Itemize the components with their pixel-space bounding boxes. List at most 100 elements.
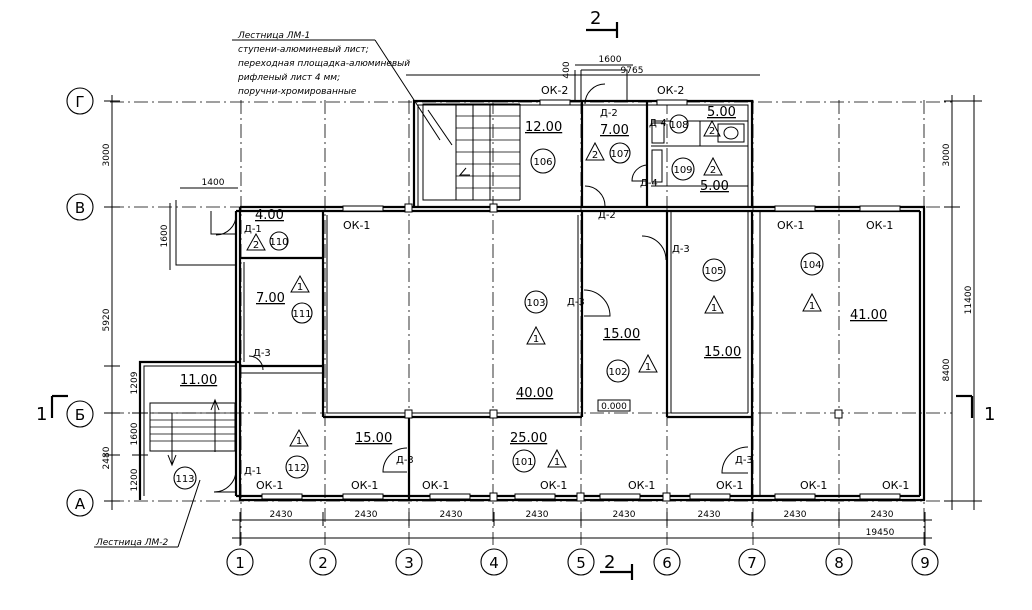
room-108: 5.00 108 2: [669, 105, 736, 137]
room-tags: 4.00 2 110 7.00 1 111 11.00 113 1 112 15…: [173, 105, 887, 490]
room-113: 11.00 113: [173, 373, 217, 490]
svg-text:5: 5: [576, 554, 586, 572]
svg-text:102: 102: [608, 367, 627, 378]
level-mark: 0.000: [601, 402, 627, 412]
left-dimensions: 3000 5920 1209 1600 2480 1200: [102, 95, 148, 510]
svg-text:ОК-1: ОК-1: [628, 479, 655, 492]
room-103: 103 1 40.00: [516, 290, 553, 401]
dim-left-3000: 3000: [102, 143, 112, 166]
svg-text:6: 6: [662, 554, 672, 572]
svg-text:Д-2: Д-2: [598, 210, 616, 221]
svg-text:ОК-1: ОК-1: [866, 219, 893, 232]
svg-text:Лестница ЛМ-1: Лестница ЛМ-1: [237, 31, 310, 41]
dim-bay-3: 2430: [440, 510, 463, 520]
axis-bubble-7: 7: [738, 548, 766, 576]
svg-text:Д-2: Д-2: [600, 108, 618, 119]
axis-bubble-b: Б: [66, 400, 94, 428]
axis-bubble-1: 1: [226, 548, 254, 576]
svg-text:Г: Г: [75, 93, 84, 111]
svg-text:109: 109: [673, 165, 692, 176]
svg-text:2: 2: [604, 552, 615, 573]
svg-text:ОК-1: ОК-1: [343, 219, 370, 232]
svg-text:103: 103: [526, 298, 545, 309]
dim-bay-5: 2430: [613, 510, 636, 520]
svg-text:Д-3: Д-3: [735, 455, 753, 466]
svg-text:1: 1: [36, 404, 47, 425]
svg-text:110: 110: [269, 237, 288, 248]
svg-text:1: 1: [711, 303, 717, 314]
svg-text:2: 2: [710, 165, 716, 176]
axis-bubble-a: А: [66, 489, 94, 517]
dim-left-5920: 5920: [102, 308, 112, 331]
svg-text:15.00: 15.00: [704, 345, 741, 360]
svg-text:4.00: 4.00: [255, 208, 284, 223]
svg-text:1: 1: [984, 404, 995, 425]
svg-text:ОК-1: ОК-1: [777, 219, 804, 232]
svg-text:11.00: 11.00: [180, 373, 217, 388]
dim-porch-1600: 1600: [160, 224, 170, 247]
svg-text:111: 111: [292, 309, 311, 320]
dim-top-400: 400: [562, 61, 572, 78]
svg-text:8: 8: [834, 554, 844, 572]
svg-text:А: А: [75, 495, 86, 513]
svg-text:рифленый лист 4 мм;: рифленый лист 4 мм;: [237, 73, 340, 83]
svg-text:Д-3: Д-3: [672, 244, 690, 255]
svg-text:ОК-1: ОК-1: [716, 479, 743, 492]
svg-text:2: 2: [318, 554, 328, 572]
section-marks: 2 2 1 1: [36, 8, 995, 580]
svg-text:Лестница ЛМ-2: Лестница ЛМ-2: [95, 538, 169, 548]
svg-text:В: В: [75, 199, 85, 217]
dim-left-2480: 2480: [102, 446, 112, 469]
svg-text:2: 2: [253, 240, 259, 251]
svg-text:1: 1: [554, 457, 560, 468]
stair-lm1: [422, 103, 521, 201]
svg-text:40.00: 40.00: [516, 386, 553, 401]
axis-bubble-v: В: [66, 193, 94, 221]
right-dimensions: 3000 8400 11400: [942, 95, 982, 510]
svg-text:4: 4: [489, 554, 499, 572]
svg-text:ОК-1: ОК-1: [256, 479, 283, 492]
dim-right-3000: 3000: [942, 143, 952, 166]
svg-text:ОК-1: ОК-1: [800, 479, 827, 492]
svg-text:Д-3: Д-3: [396, 455, 414, 466]
svg-text:2: 2: [590, 8, 601, 29]
axis-bubble-4: 4: [480, 548, 508, 576]
bottom-dimensions: 2430 2430 2430 2430 2430 2430 2430 2430 …: [232, 510, 932, 546]
svg-text:2: 2: [709, 126, 715, 137]
svg-text:3: 3: [404, 554, 414, 572]
svg-text:5.00: 5.00: [707, 105, 736, 120]
svg-text:ОК-1: ОК-1: [422, 479, 449, 492]
dim-bay-1: 2430: [270, 510, 293, 520]
svg-text:7.00: 7.00: [256, 291, 285, 306]
axis-bubble-9: 9: [911, 548, 939, 576]
svg-text:107: 107: [610, 149, 629, 160]
svg-text:Д-3: Д-3: [567, 297, 585, 308]
svg-text:104: 104: [802, 260, 821, 271]
svg-text:ОК-1: ОК-1: [540, 479, 567, 492]
svg-text:113: 113: [175, 474, 194, 485]
door-labels: Д-1 Д-1 Д-3 Д-3 Д-3 Д-3 Д-3 Д-2 Д-2 Д-4 …: [244, 108, 753, 477]
svg-text:Б: Б: [75, 406, 85, 424]
axis-bubble-g: Г: [66, 87, 94, 115]
room-112: 1 112 15.00: [285, 428, 392, 479]
room-101: 25.00 101 1: [510, 431, 567, 473]
windows: [261, 99, 901, 500]
room-107: 7.00 2 107: [585, 123, 631, 164]
svg-text:ступени-алюминевый лист;: ступени-алюминевый лист;: [238, 45, 369, 55]
room-102: 15.00 102 1 0.000: [597, 327, 658, 412]
svg-text:поручни-хромированные: поручни-хромированные: [238, 87, 357, 97]
dim-total-width: 19450: [866, 528, 895, 538]
svg-text:ОК-1: ОК-1: [882, 479, 909, 492]
svg-text:ОК-1: ОК-1: [351, 479, 378, 492]
axis-bubble-3: 3: [395, 548, 423, 576]
dim-right-11400: 11400: [964, 285, 974, 314]
svg-text:Д-1: Д-1: [244, 466, 262, 477]
axis-bubble-2: 2: [309, 548, 337, 576]
window-labels: ОК-1 ОК-1 ОК-1 ОК-1 ОК-1 ОК-1 ОК-1 ОК-1 …: [256, 84, 909, 492]
top-dimensions: 1600 9765 400 1400 1600: [160, 55, 760, 270]
svg-text:переходная площадка-алюминевый: переходная площадка-алюминевый: [238, 59, 410, 69]
svg-text:1: 1: [809, 301, 815, 312]
svg-text:7.00: 7.00: [600, 123, 629, 138]
axis-bubble-8: 8: [825, 548, 853, 576]
